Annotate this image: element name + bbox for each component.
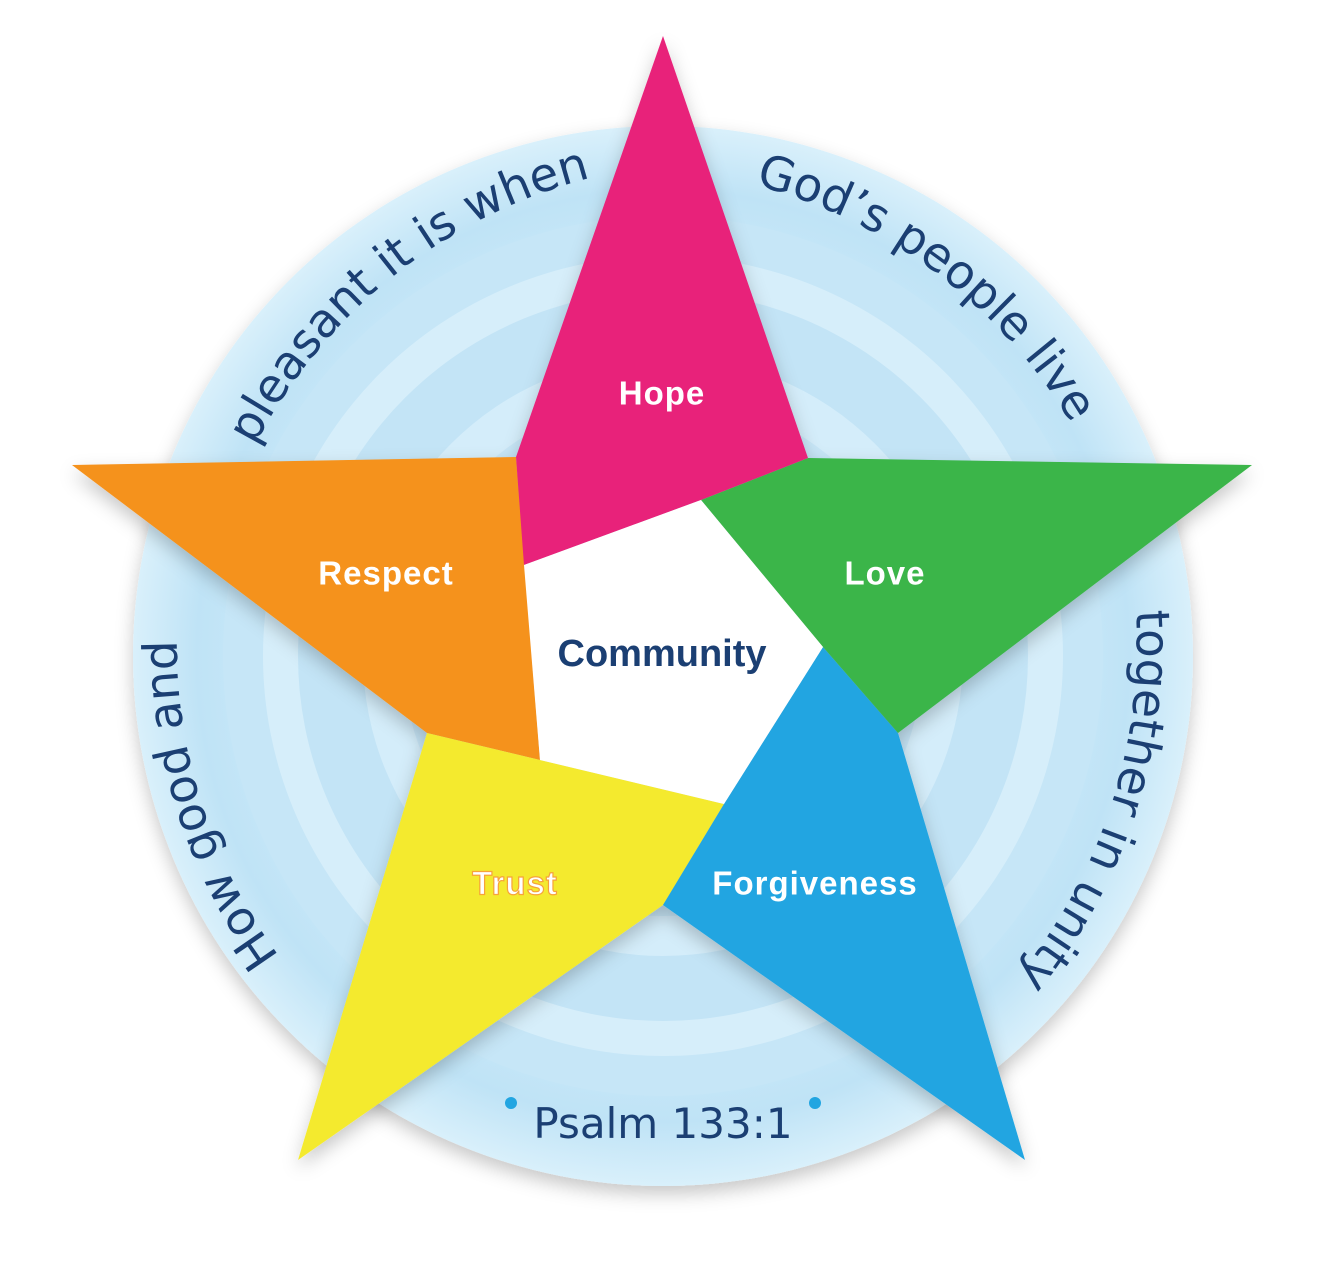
star-point-trust (298, 733, 724, 1160)
label-community: Community (558, 633, 767, 675)
star-point-love (701, 458, 1252, 733)
star-center (524, 500, 823, 804)
label-respect: Respect (318, 555, 453, 592)
star-point-respect (72, 457, 540, 760)
bullet-right (809, 1097, 821, 1109)
star-point-forgiveness (663, 647, 1025, 1160)
bullet-left (505, 1097, 517, 1109)
label-forgiveness: Forgiveness (712, 865, 917, 902)
label-hope: Hope (619, 375, 706, 412)
label-trust: Trust (472, 865, 558, 902)
label-love: Love (844, 555, 925, 592)
star-labels: Hope Love Forgiveness Trust Respect Comm… (318, 375, 925, 903)
psalm-reference: Psalm 133:1 (533, 1099, 792, 1148)
star (72, 36, 1252, 1160)
star-point-hope (516, 36, 808, 565)
